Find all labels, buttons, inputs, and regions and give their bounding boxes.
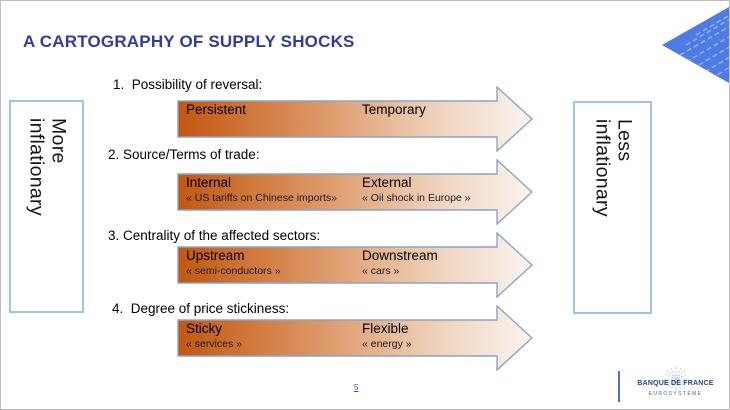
- less-inflationary-label: Less inflationary: [591, 119, 636, 217]
- term-sticky: Sticky: [186, 321, 223, 336]
- block-arrow-icon: [177, 86, 533, 152]
- subtitle-downstream: « cars »: [362, 265, 400, 277]
- block-arrow-icon: [177, 159, 533, 225]
- block-arrow-icon: [177, 305, 533, 371]
- item-label-4: 4. Degree of price stickiness:: [112, 301, 290, 316]
- term-internal: Internal: [186, 175, 232, 190]
- page-title: A CARTOGRAPHY OF SUPPLY SHOCKS: [23, 32, 355, 51]
- bdf-logo-text: BANQUE DE FRANCE: [637, 380, 714, 387]
- term-downstream: Downstream: [362, 248, 438, 263]
- arrow-source: Internal External « US tariffs on Chines…: [177, 159, 533, 225]
- subtitle-external: « Oil shock in Europe »: [362, 192, 471, 204]
- subtitle-internal: « US tariffs on Chinese imports»: [186, 192, 337, 204]
- item-label-1: 1. Possibility of reversal:: [113, 77, 263, 92]
- more-inflationary-label: More inflationary: [25, 118, 70, 216]
- bdf-starburst-icon: [664, 367, 688, 391]
- term-flexible: Flexible: [362, 321, 409, 336]
- footer-divider: [618, 371, 620, 402]
- subtitle-sticky: « services »: [186, 338, 243, 350]
- more-inflationary-panel: More inflationary: [9, 100, 84, 313]
- item-label-2: 2. Source/Terms of trade:: [108, 147, 260, 162]
- page-number-link[interactable]: 5: [354, 383, 359, 392]
- item-label-3: 3. Centrality of the affected sectors:: [108, 228, 321, 243]
- less-inflationary-panel: Less inflationary: [573, 101, 652, 314]
- term-external: External: [362, 175, 412, 190]
- arrow-stickiness: Sticky Flexible « services » « energy »: [177, 305, 533, 371]
- bdf-triangle-logo-icon: [662, 7, 729, 83]
- term-persistent: Persistent: [186, 102, 247, 117]
- term-temporary: Temporary: [362, 102, 426, 117]
- arrow-reversal: Persistent Temporary: [177, 86, 533, 152]
- subtitle-flexible: « energy »: [362, 338, 412, 350]
- banque-de-france-logo: BANQUE DE FRANCE EUROSYSTÈME: [628, 367, 723, 405]
- subtitle-upstream: « semi-conductors »: [186, 265, 281, 277]
- block-arrow-icon: [177, 232, 533, 298]
- bdf-eurosystem-text: EUROSYSTÈME: [648, 391, 703, 397]
- arrow-centrality: Upstream Downstream « semi-conductors » …: [177, 232, 533, 298]
- term-upstream: Upstream: [186, 248, 245, 263]
